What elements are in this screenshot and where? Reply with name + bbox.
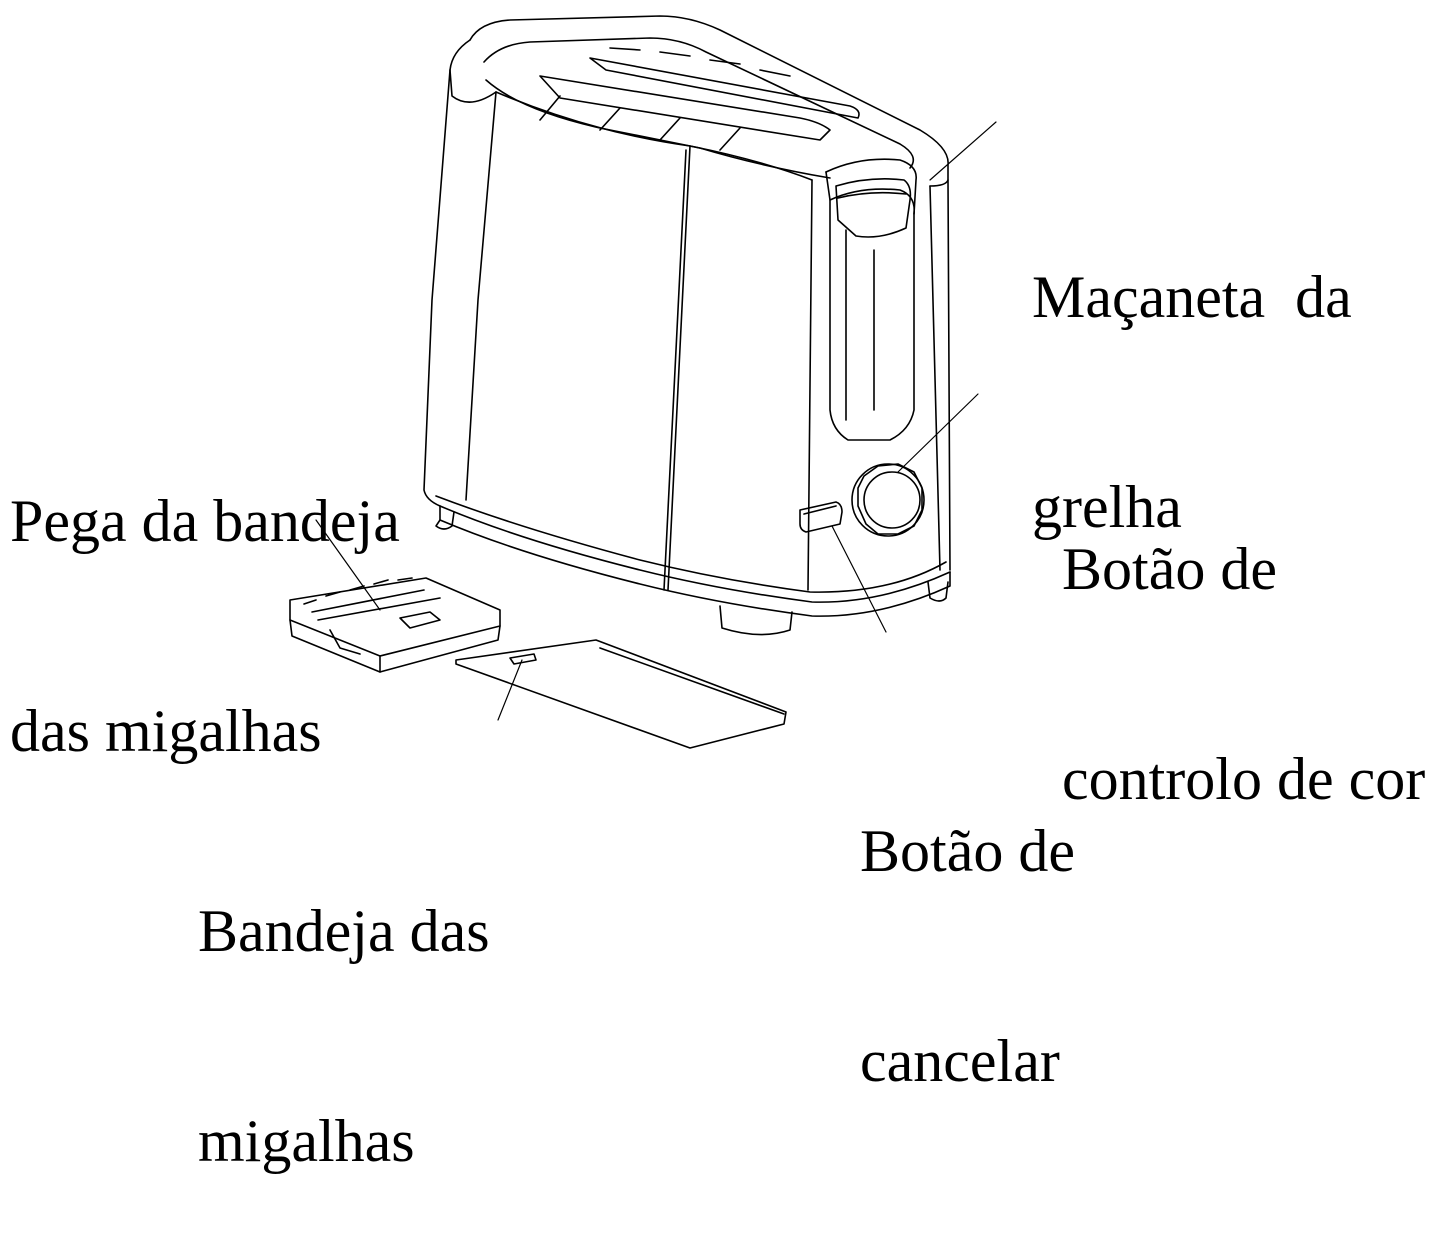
leader-tray-handle (315, 519, 381, 611)
leader-lines (315, 121, 997, 721)
label-crumb-tray: Bandeja das migalhas (198, 756, 490, 1246)
leader-cancel (831, 525, 887, 633)
leader-tray (497, 659, 523, 721)
label-browning-control: Botão de controlo de cor (1062, 394, 1425, 884)
crumb-tray (455, 639, 787, 749)
label-tray-handle-line2: das migalhas (10, 698, 322, 764)
label-lever: Maçaneta da grelha (1032, 122, 1352, 612)
toaster-body (423, 15, 951, 636)
label-crumb-tray-line1: Bandeja das (198, 898, 490, 964)
label-tray-handle-line1: Pega da bandeja (10, 488, 400, 554)
label-cancel-button: Botão de cancelar (860, 676, 1075, 1166)
label-crumb-tray-line2: migalhas (198, 1108, 415, 1174)
label-lever-line1: Maçaneta da (1032, 264, 1352, 330)
leader-browning (897, 393, 979, 473)
label-browning-line1: Botão de (1062, 536, 1277, 602)
label-cancel-line1: Botão de (860, 818, 1075, 884)
label-tray-handle: Pega da bandeja das migalhas (10, 346, 400, 836)
label-cancel-line2: cancelar (860, 1028, 1060, 1094)
crumb-tray-handle (289, 577, 501, 673)
label-lever-line2: grelha (1032, 474, 1182, 540)
label-browning-line2: controlo de cor (1062, 746, 1426, 812)
leader-lever (929, 121, 997, 181)
toaster-diagram (289, 15, 997, 749)
